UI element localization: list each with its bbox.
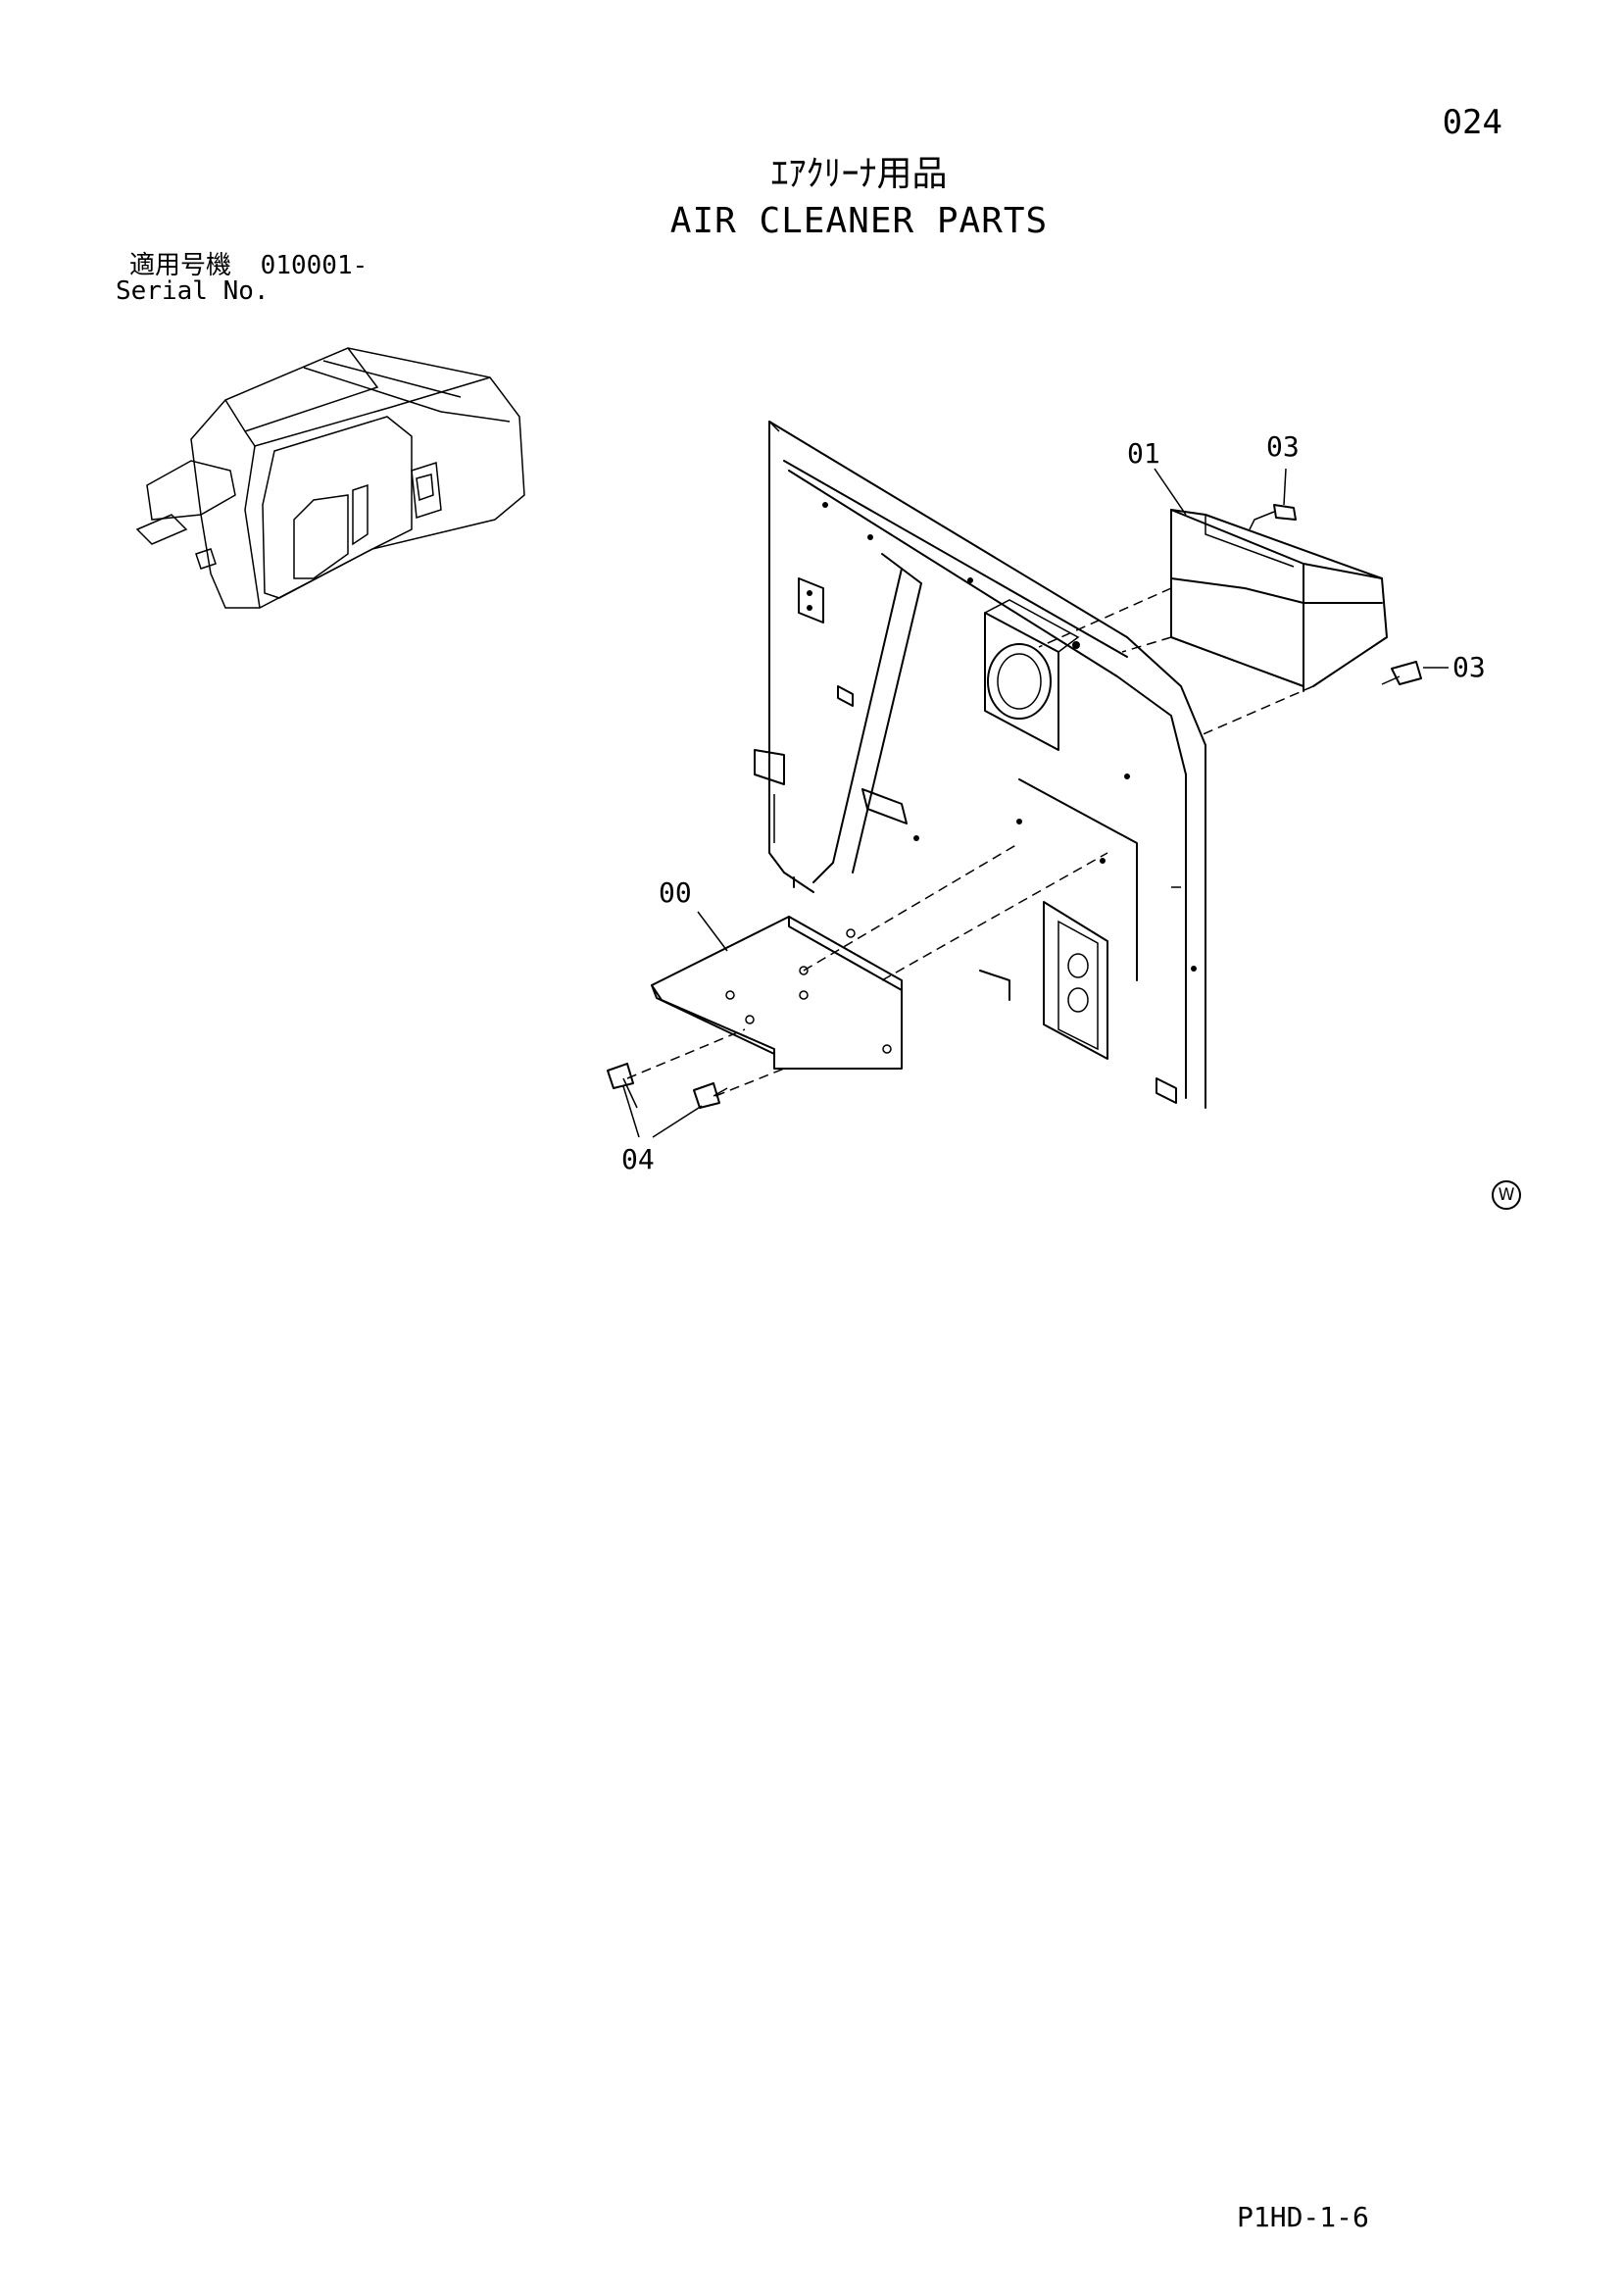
serial-value: 010001-: [260, 251, 369, 280]
machine-overview-thumbnail: [135, 347, 525, 609]
serial-label: Serial No.: [116, 276, 270, 306]
serial-block: 適用号機 010001- Serial No.: [116, 253, 368, 304]
callout-03-top: 03: [1266, 430, 1300, 463]
bolt-part-04-right: [693, 1082, 728, 1109]
page-number: 024: [1442, 103, 1502, 142]
leader-lines: [622, 468, 1449, 1138]
duct-part-01: [1170, 509, 1388, 692]
serial-label-japanese: 適用号機: [129, 251, 232, 280]
frame-panel-drawing: [754, 421, 1206, 1109]
footer-code: P1HD-1-6: [1237, 2201, 1369, 2233]
bolt-part-03-top: [1249, 504, 1297, 530]
callout-04: 04: [621, 1143, 655, 1175]
bracket-part-00: [651, 916, 903, 1070]
callout-03-right: 03: [1452, 651, 1486, 683]
page-title-japanese: ｴｱｸﾘｰﾅ用品: [770, 154, 948, 194]
bolt-part-03-right: [1381, 661, 1422, 685]
callout-00: 00: [659, 876, 692, 909]
callout-01: 01: [1127, 437, 1160, 470]
assembly-lines: [626, 587, 1314, 1097]
watermark-symbol: W: [1492, 1180, 1521, 1210]
bolt-part-04-left: [607, 1063, 638, 1109]
page-title: AIR CLEANER PARTS: [669, 201, 1049, 241]
